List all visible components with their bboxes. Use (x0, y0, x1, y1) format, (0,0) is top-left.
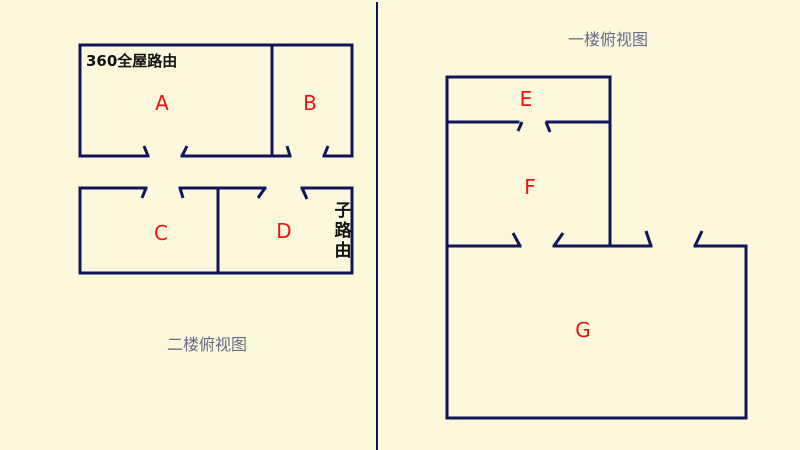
room-d-door-right-leaf (300, 187, 309, 200)
floor1-caption: 一楼俯视图 (567, 30, 649, 49)
room-e-door-right-leaf (544, 121, 552, 133)
room-b-door-left-leaf (285, 145, 292, 157)
floor1-plan (445, 75, 748, 420)
room-a-label: A (155, 91, 169, 115)
room-f-label: F (524, 175, 536, 199)
room-cd-outer-wall (78, 186, 354, 275)
room-ab-outer-wall (78, 43, 354, 158)
room-g-door-left-leaf (644, 230, 653, 247)
room-f-door-left-leaf (511, 232, 522, 247)
room-c-door-right-leaf (178, 187, 185, 199)
room-d-label: D (276, 219, 292, 243)
room-g-label: G (575, 318, 591, 342)
room-g-door-right-leaf (693, 230, 704, 247)
room-b-label: B (303, 91, 317, 115)
room-c-label: C (154, 221, 168, 245)
floor2-plan (78, 43, 354, 275)
floor2-caption: 二楼俯视图 (166, 335, 248, 354)
room-b-door-right-leaf (322, 145, 330, 157)
room-a-door-left-leaf (142, 145, 150, 157)
room-c-door-left-leaf (140, 187, 148, 199)
main-router-label: 360全屋路由 (86, 52, 178, 70)
sub-router-label: 子路由 (334, 201, 352, 261)
room-g-outer-wall (445, 244, 748, 420)
room-f-door-right-leaf (552, 232, 565, 247)
room-e-label: E (519, 87, 533, 111)
room-a-door-right-leaf (180, 145, 189, 157)
room-d-door-left-leaf (256, 187, 267, 199)
room-ef-outer-wall (445, 75, 612, 248)
room-e-door-left-leaf (516, 121, 524, 132)
